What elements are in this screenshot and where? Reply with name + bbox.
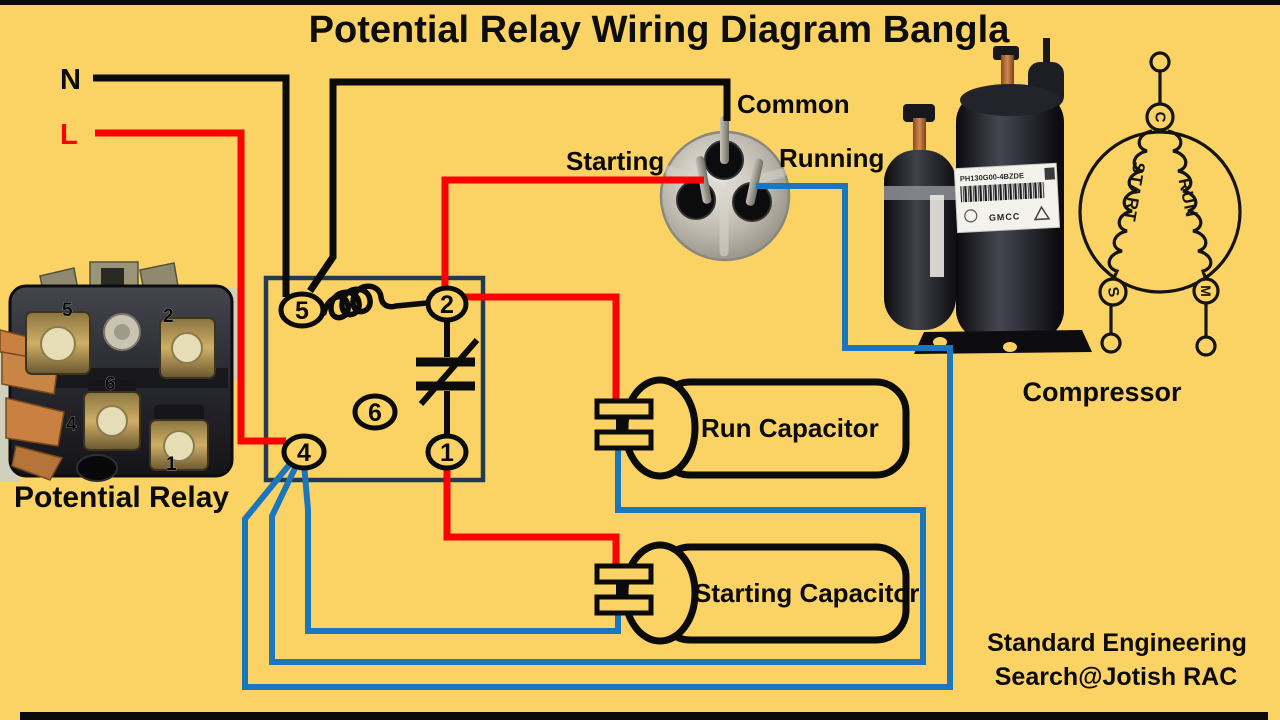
winding-m-label: M — [1198, 285, 1214, 297]
starting-terminal-label: Starting — [566, 146, 664, 176]
compressor-caption: Compressor — [1022, 377, 1182, 407]
compressor-base-hole-right — [1003, 342, 1017, 352]
compressor-base-hole-left — [933, 337, 947, 347]
relay-photo-number-2: 2 — [163, 306, 174, 327]
starting-capacitor-symbol: Starting Capacitor — [594, 541, 919, 645]
wire-terminal2-to-starting-pin — [441, 176, 704, 288]
compressor-terminal-disk — [659, 116, 791, 262]
relay-bottom-hole — [76, 454, 118, 482]
accumulator-clamp-band — [884, 186, 956, 200]
relay-schematic-internals: 5 2 6 4 1 — [278, 283, 480, 471]
sticker-model-text: PH130G00-4BZDE — [960, 171, 1025, 183]
start-winding-coil — [1107, 129, 1153, 281]
bottom-border-bar — [20, 712, 1268, 720]
running-terminal-label: Running — [779, 143, 884, 173]
wire-line-to-terminal4 — [95, 129, 286, 445]
wire-neutral-to-terminal5 — [93, 74, 290, 297]
relay-photo-number-6: 6 — [105, 374, 116, 395]
relay-bracket-slot — [101, 268, 124, 285]
run-capacitor-label: Run Capacitor — [701, 413, 879, 443]
sticker-qr-code — [1044, 167, 1055, 180]
s-lead-circle — [1100, 332, 1122, 354]
sticker-brand-text: GMCC — [989, 211, 1021, 223]
compressor-photo: PH130G00-4BZDE GMCC — [884, 38, 1092, 354]
schematic-terminal-5 — [278, 291, 326, 329]
wire-running-pin-to-terminal4 — [242, 183, 953, 690]
potential-relay-photo: 5 2 6 4 1 — [0, 261, 238, 482]
sticker-logo-circle — [964, 209, 978, 223]
relay-center-screw-inner — [114, 324, 130, 340]
blue-wires — [242, 183, 953, 690]
c-lead-circle — [1149, 51, 1171, 73]
neutral-label: N — [60, 64, 81, 96]
relay-photo-number-5: 5 — [62, 300, 73, 321]
wire-terminal2-to-run-capacitor — [465, 293, 620, 405]
copper-spade-3 — [5, 397, 65, 447]
compressor-base-plate — [914, 330, 1092, 354]
footer-line2: Search@Jotish RAC — [995, 663, 1238, 691]
wire-terminal5-to-common — [307, 78, 731, 293]
run-winding-coil — [1167, 129, 1213, 281]
run-capacitor-end-cap — [621, 376, 699, 480]
winding-motor-circle — [1078, 130, 1242, 294]
relay-photo-number-1: 1 — [166, 454, 177, 475]
schematic-number-4: 4 — [297, 439, 311, 467]
schematic-terminal-1 — [425, 433, 469, 471]
sticker-cert-triangle — [1033, 205, 1051, 221]
running-pin — [745, 158, 764, 206]
top-border-bar — [0, 0, 1280, 5]
schematic-number-5: 5 — [295, 297, 309, 325]
relay-terminal-5-screw — [40, 326, 76, 362]
starting-capacitor-label: Starting Capacitor — [694, 578, 919, 608]
red-wires — [95, 129, 704, 570]
sticker-barcode — [960, 181, 1045, 203]
starting-capacitor-terminal-bottom — [594, 594, 654, 616]
potential-relay-caption: Potential Relay — [14, 481, 229, 514]
run-capacitor-symbol: Run Capacitor — [594, 376, 910, 480]
schematic-terminal-4 — [281, 433, 327, 471]
common-terminal-label: Common — [737, 89, 850, 119]
relay-terminal-6-screw — [96, 405, 128, 437]
winding-c-label: C — [1152, 112, 1169, 123]
line-label: L — [60, 119, 78, 151]
black-wires — [93, 74, 731, 297]
contact-slash — [418, 338, 480, 406]
schematic-number-1: 1 — [440, 439, 454, 467]
schematic-terminal-2 — [425, 285, 469, 323]
accumulator-cylinder — [884, 150, 956, 330]
compressor-top-dome — [960, 84, 1060, 116]
footer-line1: Standard Engineering — [987, 629, 1247, 657]
winding-run-label: RUN — [1175, 177, 1202, 220]
schematic-terminal-6 — [352, 393, 398, 431]
run-capacitor-terminal-bottom — [594, 429, 654, 451]
relay-coil-symbol — [321, 283, 430, 321]
relay-terminal-1-screw — [163, 430, 195, 462]
winding-s-label: S — [1104, 286, 1122, 299]
run-capacitor-terminal-top — [594, 398, 654, 420]
compressor-bracket-strip — [930, 195, 944, 277]
common-pin — [720, 116, 729, 164]
relay-photo-number-4: 4 — [66, 414, 77, 435]
wire-starting-capacitor-to-terminal4 — [301, 463, 621, 634]
m-lead-circle — [1195, 335, 1217, 357]
compressor-label-sticker: PH130G00-4BZDE GMCC — [953, 162, 1061, 234]
relay-schematic-box — [263, 275, 486, 483]
accumulator-valve-cap — [903, 104, 935, 122]
wire-run-capacitor-to-terminal4 — [269, 446, 926, 665]
starting-capacitor-terminal-top — [594, 563, 654, 585]
s-terminal-circle — [1098, 277, 1128, 307]
page-title: Potential Relay Wiring Diagram Bangla — [309, 9, 1011, 51]
schematic-number-2: 2 — [440, 291, 454, 319]
relay-terminal-2-screw — [171, 332, 203, 364]
copper-spade-4 — [11, 445, 64, 481]
c-terminal-circle — [1145, 102, 1175, 132]
accumulator-copper-tube — [913, 118, 926, 158]
starting-capacitor-end-cap — [621, 541, 699, 645]
schematic-number-6: 6 — [368, 399, 382, 427]
winding-start-label: START — [1119, 161, 1148, 224]
wire-terminal1-to-starting-capacitor — [443, 467, 620, 570]
compressor-winding-diagram — [1078, 51, 1242, 357]
